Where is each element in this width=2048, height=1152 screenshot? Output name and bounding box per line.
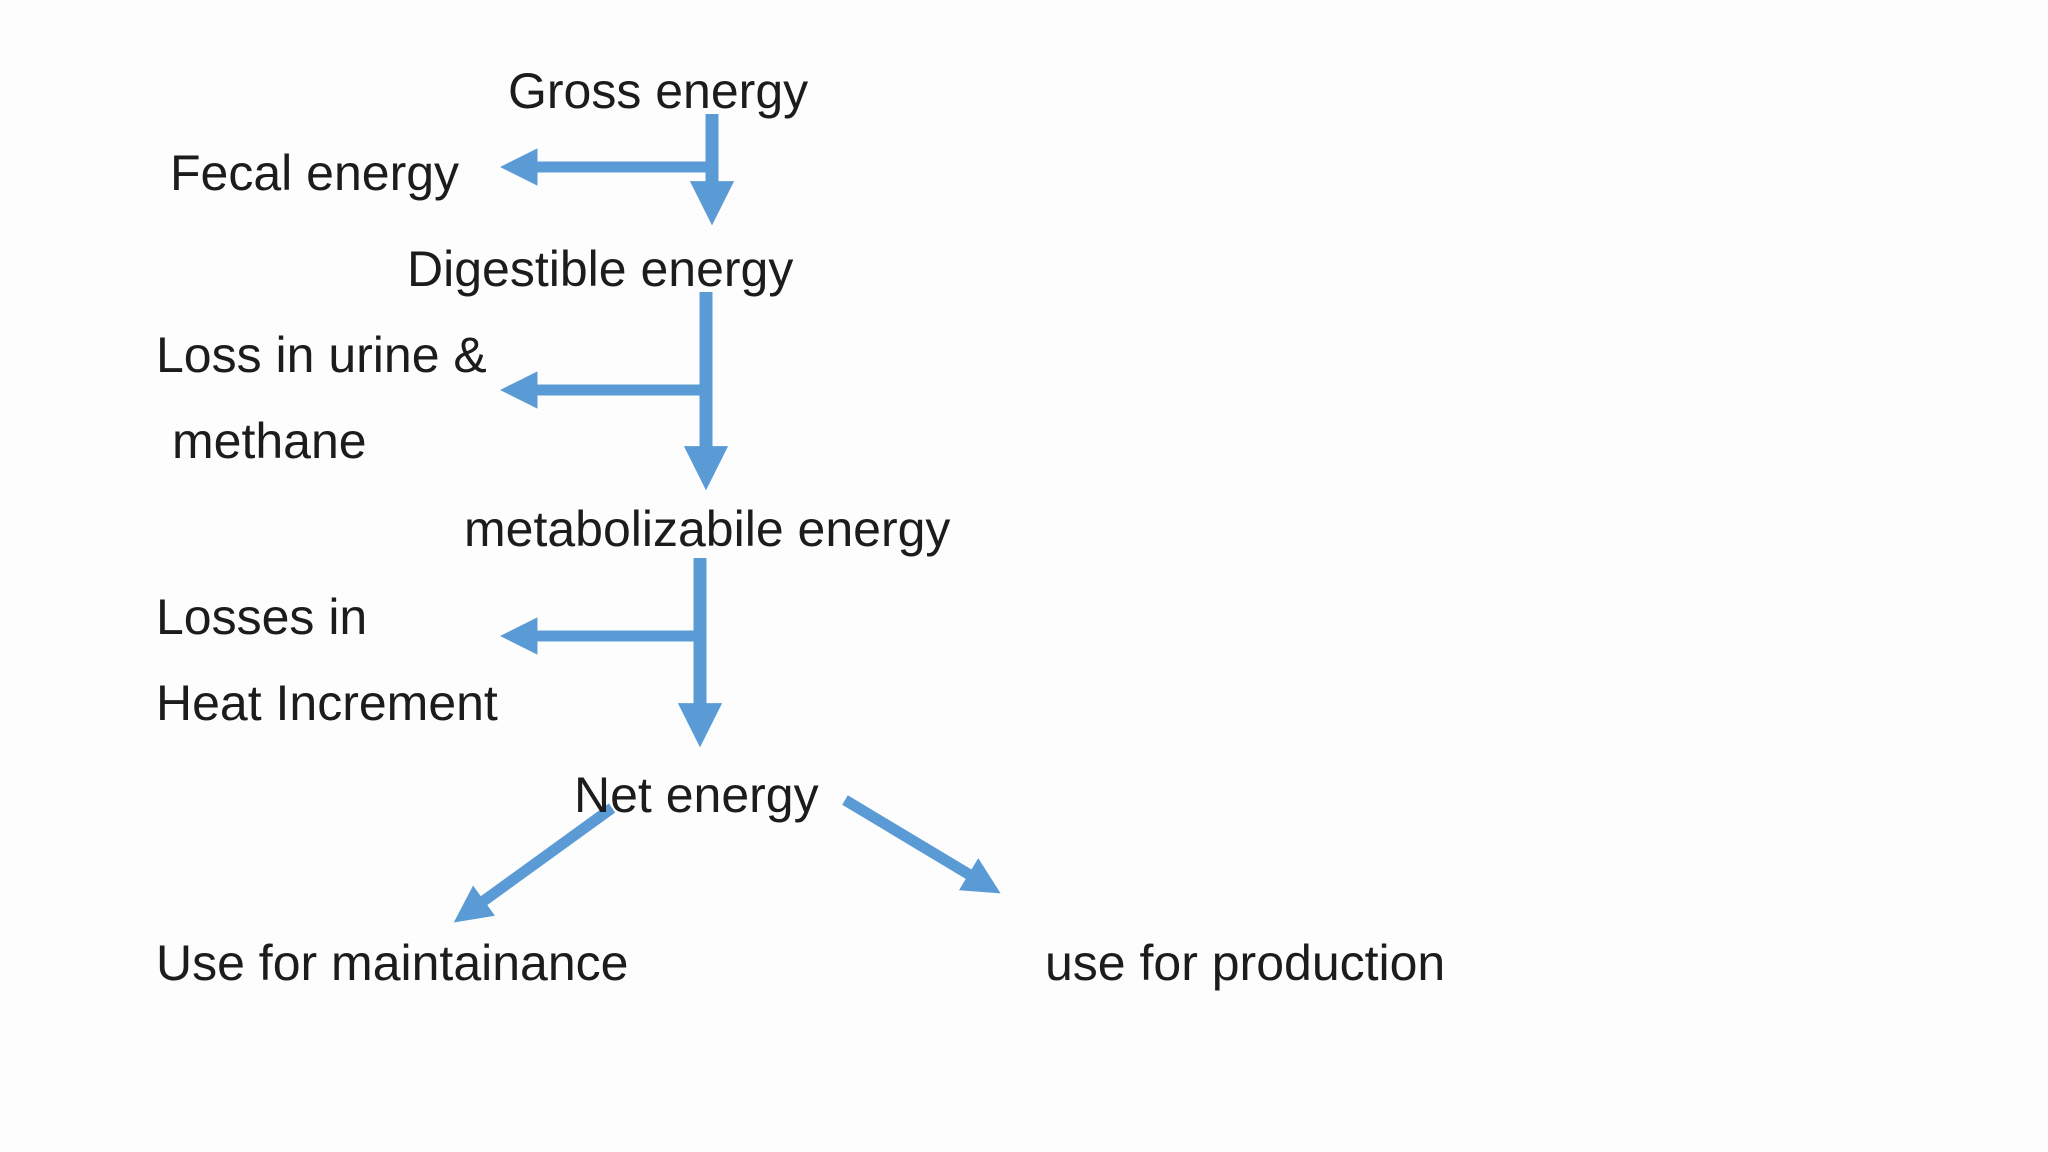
node-use-for-production: use for production [1045, 935, 1446, 991]
arrow-net-to-maintenance [453, 803, 616, 923]
node-urine-methane-line2: methane [172, 413, 367, 469]
node-use-for-maintenance: Use for maintainance [156, 935, 629, 991]
node-metabolizable-energy: metabolizabile energy [464, 501, 951, 557]
node-net-energy: Net energy [574, 767, 819, 823]
node-fecal-energy: Fecal energy [170, 145, 460, 201]
node-urine-methane-line1: Loss in urine & [156, 327, 487, 383]
arrow-net-to-production [842, 795, 1001, 894]
node-heat-increment-line1: Losses in [156, 589, 368, 645]
node-digestible-energy: Digestible energy [407, 241, 794, 297]
node-gross-energy: Gross energy [508, 63, 809, 119]
node-heat-increment-line2: Heat Increment [156, 675, 498, 731]
